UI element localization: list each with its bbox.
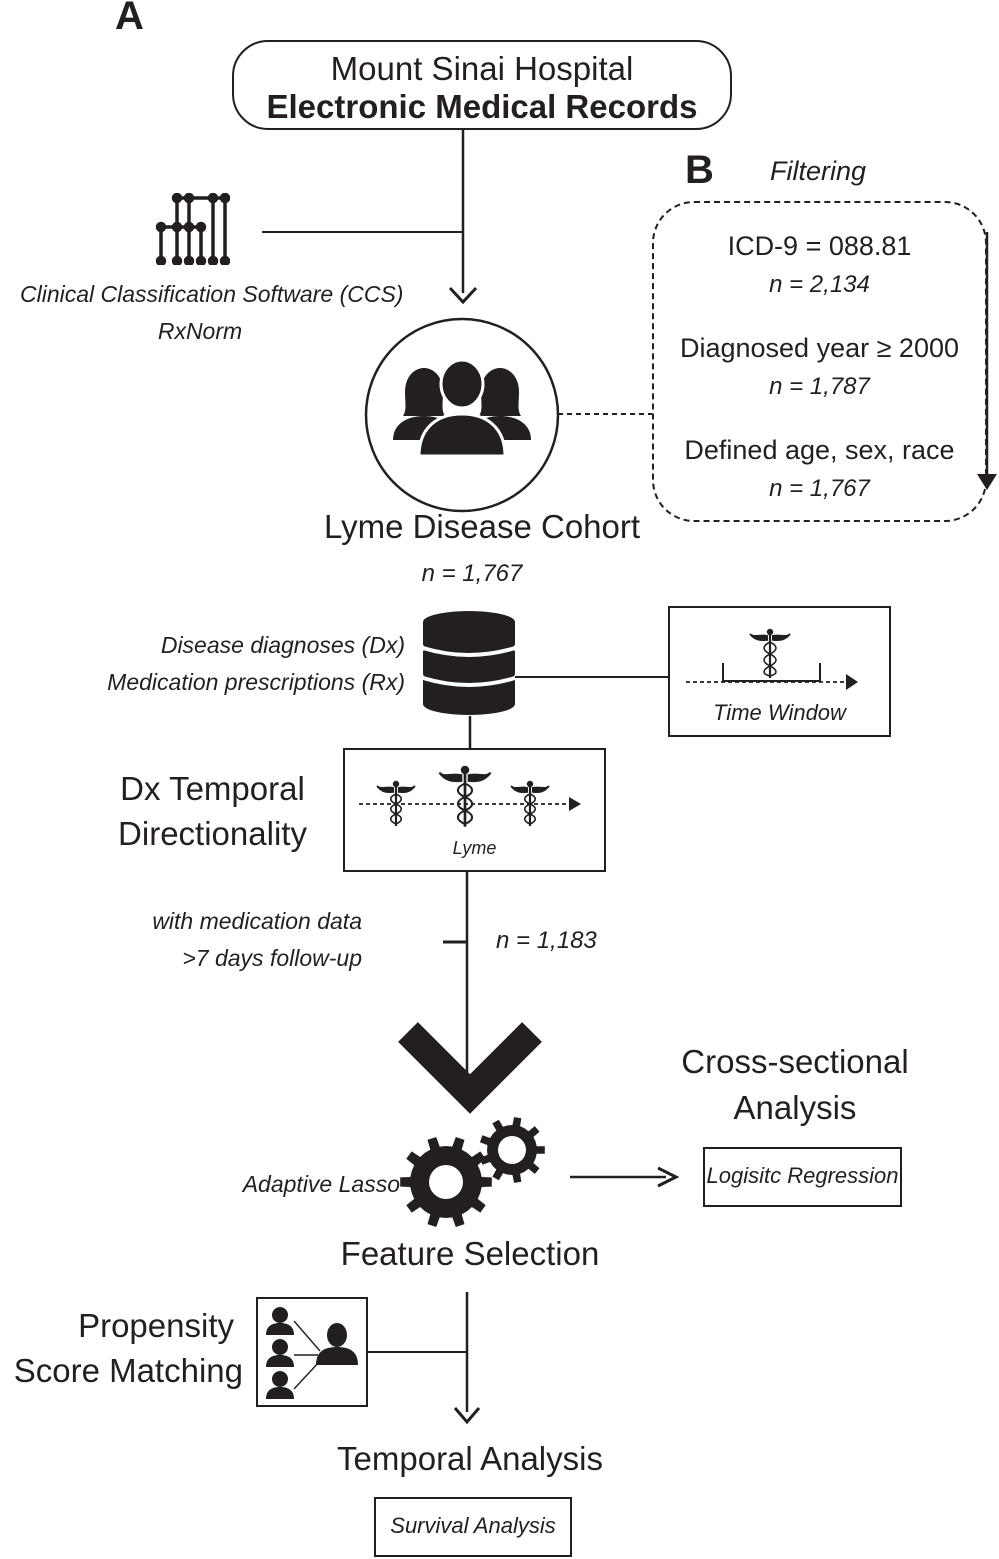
panel-label-b: B	[685, 148, 714, 192]
temporal-dir-line2: Directionality	[118, 815, 307, 852]
feature-selection-label: Feature Selection	[340, 1235, 600, 1272]
caduceus-icon-right	[510, 780, 550, 826]
selection-to-regression-arrowhead	[657, 1166, 680, 1188]
followup-n: n = 1,183	[496, 927, 597, 954]
temporal-dir-line1: Dx Temporal	[120, 770, 305, 807]
cohort-label: Lyme Disease Cohort	[323, 508, 641, 545]
filter-step-3-label: Defined age, sex, race	[684, 435, 955, 465]
selection-to-temporal-arrowhead	[453, 1407, 481, 1425]
time-window-graphic	[686, 628, 858, 690]
logistic-regression-label: Logisitc Regression	[706, 1163, 899, 1188]
logistic-regression-box: Logisitc Regression	[703, 1147, 902, 1207]
temporal-dir-box: Lyme	[343, 748, 606, 872]
survival-analysis-box: Survival Analysis	[374, 1497, 572, 1557]
time-window-label: Time Window	[713, 700, 846, 725]
emr-source-line2: Electronic Medical Records	[266, 88, 698, 125]
cross-sectional-line1: Cross-sectional	[681, 1043, 909, 1080]
caduceus-icon-left	[376, 780, 416, 826]
time-window-box: Time Window	[668, 606, 891, 737]
gear-small-icon	[479, 1117, 545, 1183]
database-line1: Disease diagnoses (Dx)	[160, 632, 405, 658]
followup-line1: with medication data	[152, 908, 362, 934]
filter-flow-arrowhead	[977, 474, 997, 490]
filter-step-1-label: ICD-9 = 088.81	[727, 231, 912, 261]
big-chevron-arrow	[398, 1022, 542, 1114]
filtering-title: Filtering	[770, 156, 867, 186]
filter-step-1-n: n = 2,134	[769, 271, 870, 298]
matching-people-icon	[266, 1307, 358, 1399]
temporal-dir-graphic	[359, 765, 581, 827]
filter-step-3-n: n = 1,767	[769, 475, 870, 502]
emr-to-cohort-arrowhead	[448, 286, 478, 305]
cohort-n: n = 1,767	[421, 560, 523, 587]
mapping-line2: RxNorm	[157, 318, 243, 344]
filtering-box: ICD-9 = 088.81 n = 2,134 Diagnosed year …	[652, 201, 987, 522]
panel-label-a: A	[115, 0, 144, 38]
psm-line2: Score Matching	[13, 1352, 243, 1389]
database-line2: Medication prescriptions (Rx)	[107, 669, 405, 695]
psm-line1: Propensity	[78, 1307, 234, 1344]
filter-step-2-n: n = 1,787	[769, 373, 870, 400]
database-icon	[422, 611, 516, 715]
followup-line2: >7 days follow-up	[182, 945, 362, 971]
temporal-dir-inner-label: Lyme	[452, 838, 497, 858]
gears-icon	[400, 1117, 545, 1227]
psm-box	[256, 1297, 368, 1407]
gear-large-icon	[400, 1137, 492, 1227]
emr-source-box: Mount Sinai Hospital Electronic Medical …	[232, 40, 732, 130]
caduceus-icon	[749, 628, 791, 678]
temporal-analysis-label: Temporal Analysis	[337, 1440, 603, 1477]
survival-analysis-label: Survival Analysis	[390, 1513, 556, 1538]
caduceus-icon-center	[438, 765, 492, 827]
mapping-line1: Clinical Classification Software (CCS)	[20, 281, 404, 307]
hierarchy-tree-icon	[155, 193, 230, 265]
filter-step-2-label: Diagnosed year ≥ 2000	[679, 333, 959, 363]
cross-sectional-line2: Analysis	[733, 1089, 857, 1126]
feature-selection-method: Adaptive Lasso	[242, 1171, 400, 1197]
emr-source-line1: Mount Sinai Hospital	[330, 50, 634, 87]
people-group-icon	[393, 358, 531, 458]
cohort-circle	[364, 317, 560, 513]
